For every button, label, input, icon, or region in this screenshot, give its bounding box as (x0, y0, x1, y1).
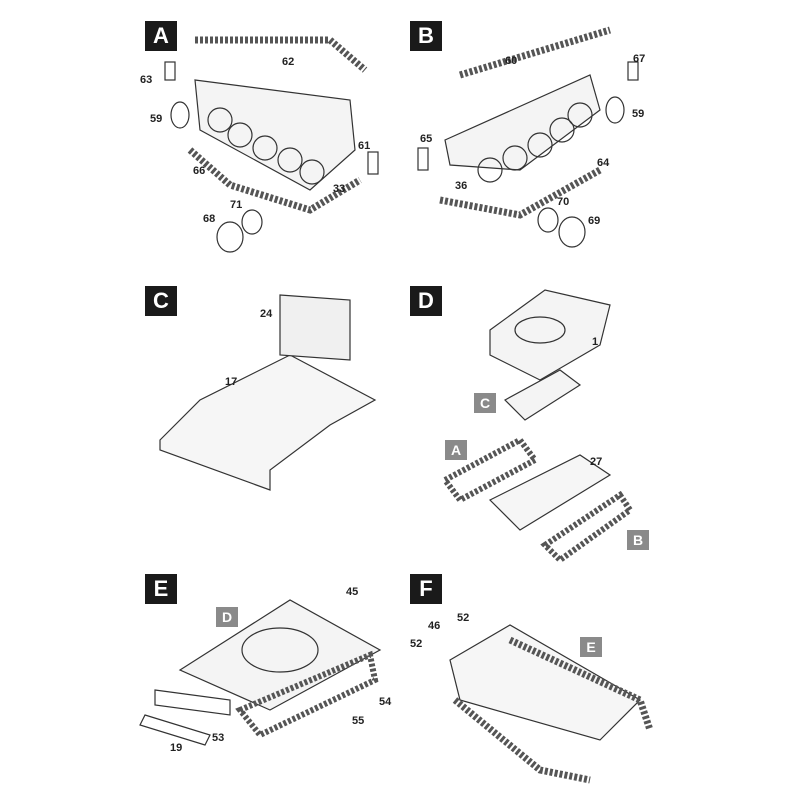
step-d-drawing (440, 289, 635, 564)
part-label: 63 (140, 74, 153, 86)
part-label: 46 (428, 620, 441, 632)
ref-d: D (216, 607, 238, 627)
step-c-drawing (159, 294, 377, 491)
ref-a: A (445, 440, 467, 460)
part-label: 60 (505, 55, 518, 67)
part-label: 45 (346, 586, 359, 598)
part-label: 24 (260, 308, 273, 320)
part-label: 59 (150, 113, 163, 125)
ref-b: B (627, 530, 649, 550)
step-a-drawing (164, 36, 379, 253)
step-e-badge: E (145, 574, 177, 604)
part-label: 52 (457, 612, 470, 624)
part-label: 67 (633, 53, 646, 65)
part-label: 52 (410, 638, 423, 650)
part-label: 36 (455, 180, 468, 192)
part-label: 62 (282, 56, 295, 68)
step-c-badge: C (145, 286, 177, 316)
ref-e: E (580, 637, 602, 657)
step-b-drawing (417, 26, 639, 248)
part-label: 65 (420, 133, 433, 145)
step-f-badge: F (410, 574, 442, 604)
part-label: 68 (203, 213, 216, 225)
part-label: 27 (590, 456, 603, 468)
part-label: 1 (592, 336, 599, 348)
part-label: 19 (170, 742, 183, 754)
part-label: 17 (225, 376, 238, 388)
part-label: 66 (193, 165, 206, 177)
part-label: 33 (333, 183, 346, 195)
part-label: 64 (597, 157, 610, 169)
step-e-drawing (139, 599, 382, 746)
part-label: 59 (632, 108, 645, 120)
step-a-badge: A (145, 21, 177, 51)
ref-c: C (474, 393, 496, 413)
part-label: 53 (212, 732, 225, 744)
step-f-drawing (449, 624, 654, 784)
part-label: 70 (557, 196, 570, 208)
part-label: 71 (230, 199, 243, 211)
part-label: 69 (588, 215, 601, 227)
part-label: 54 (379, 696, 392, 708)
step-b-badge: B (410, 21, 442, 51)
step-d-badge: D (410, 286, 442, 316)
part-label: 61 (358, 140, 371, 152)
part-label: 55 (352, 715, 365, 727)
